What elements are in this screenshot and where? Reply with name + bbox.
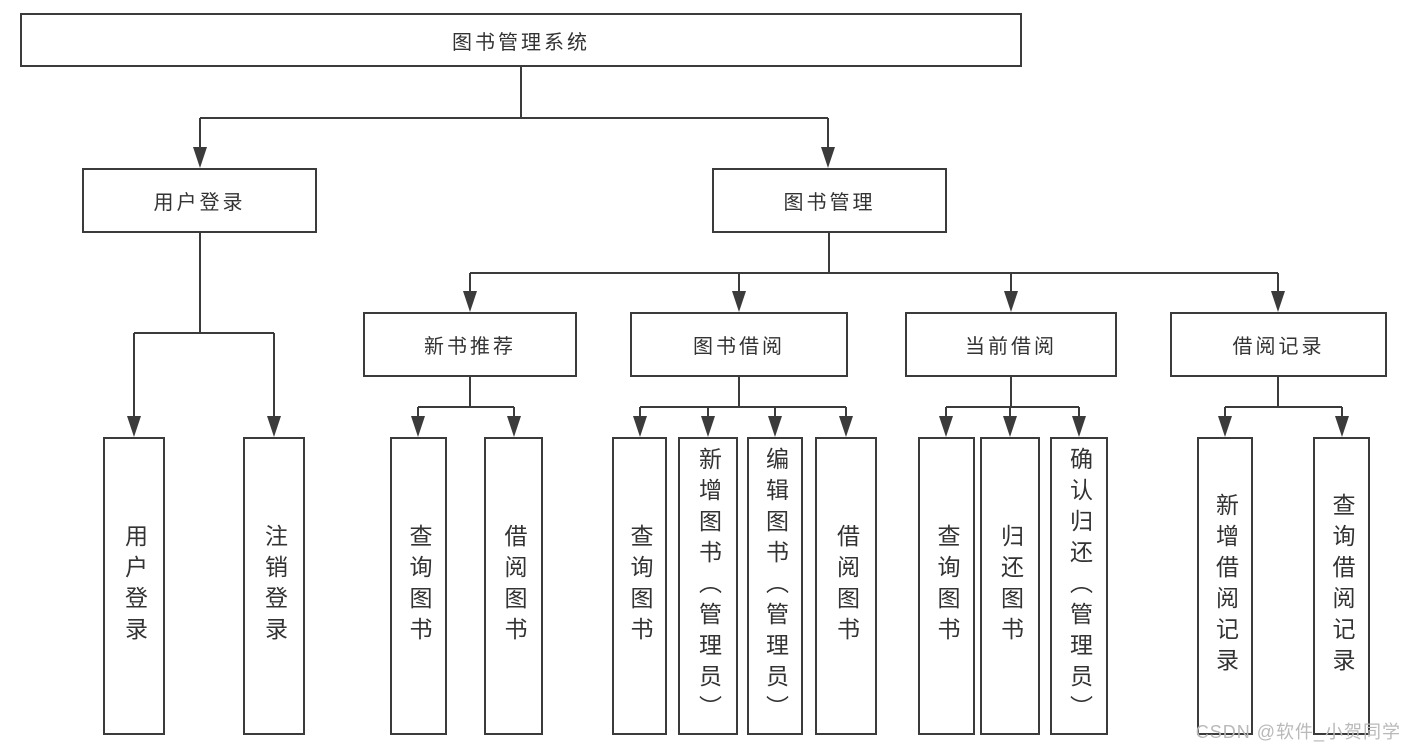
node-book-management-label: 图书管理 [783, 192, 876, 214]
leaf-add-books-admin-label: 新增图书（管理员） [695, 446, 722, 726]
leaf-borrow-books-label: 借阅图书 [833, 524, 860, 648]
leaf-query-borrow-record-label: 查询借阅记录 [1329, 493, 1355, 679]
node-new-book-recommend: 新书推荐 [363, 312, 577, 377]
node-book-borrow: 图书借阅 [630, 312, 848, 377]
node-book-borrow-label: 图书借阅 [693, 336, 785, 358]
leaf-edit-books-admin-label: 编辑图书（管理员） [762, 446, 789, 726]
leaf-return-books-label: 归还图书 [997, 524, 1024, 648]
node-current-borrow: 当前借阅 [905, 312, 1117, 377]
leaf-query-books-recommend: 查询图书 [390, 437, 447, 735]
leaf-user-login: 用户登录 [103, 437, 165, 735]
node-new-book-recommend-label: 新书推荐 [424, 336, 516, 358]
leaf-edit-books-admin: 编辑图书（管理员） [747, 437, 803, 735]
leaf-confirm-return-admin-label: 确认归还（管理员） [1066, 446, 1093, 726]
leaf-add-borrow-record: 新增借阅记录 [1197, 437, 1253, 735]
leaf-add-borrow-record-label: 新增借阅记录 [1212, 493, 1239, 679]
leaf-borrow-books-recommend: 借阅图书 [484, 437, 543, 735]
leaf-logout: 注销登录 [243, 437, 305, 735]
leaf-query-books-borrow-label: 查询图书 [627, 524, 653, 648]
node-borrow-records: 借阅记录 [1170, 312, 1387, 377]
leaf-query-books-borrow: 查询图书 [612, 437, 667, 735]
leaf-borrow-books-recommend-label: 借阅图书 [501, 524, 527, 648]
node-user-login: 用户登录 [82, 168, 317, 233]
node-book-management: 图书管理 [712, 168, 947, 233]
leaf-query-books-current: 查询图书 [918, 437, 975, 735]
leaf-add-books-admin: 新增图书（管理员） [678, 437, 738, 735]
leaf-query-books-recommend-label: 查询图书 [406, 524, 432, 648]
leaf-user-login-label: 用户登录 [121, 524, 148, 648]
leaf-borrow-books: 借阅图书 [815, 437, 877, 735]
node-current-borrow-label: 当前借阅 [965, 336, 1057, 358]
leaf-return-books: 归还图书 [980, 437, 1040, 735]
leaf-query-borrow-record: 查询借阅记录 [1313, 437, 1370, 735]
leaf-confirm-return-admin: 确认归还（管理员） [1050, 437, 1108, 735]
node-borrow-records-label: 借阅记录 [1232, 336, 1325, 358]
leaf-logout-label: 注销登录 [261, 524, 288, 648]
node-root-label: 图书管理系统 [452, 31, 590, 54]
node-root: 图书管理系统 [20, 13, 1022, 67]
node-user-login-label: 用户登录 [153, 192, 246, 214]
leaf-query-books-current-label: 查询图书 [934, 524, 960, 648]
watermark: CSDN @软件_小贺同学 [1195, 722, 1401, 742]
